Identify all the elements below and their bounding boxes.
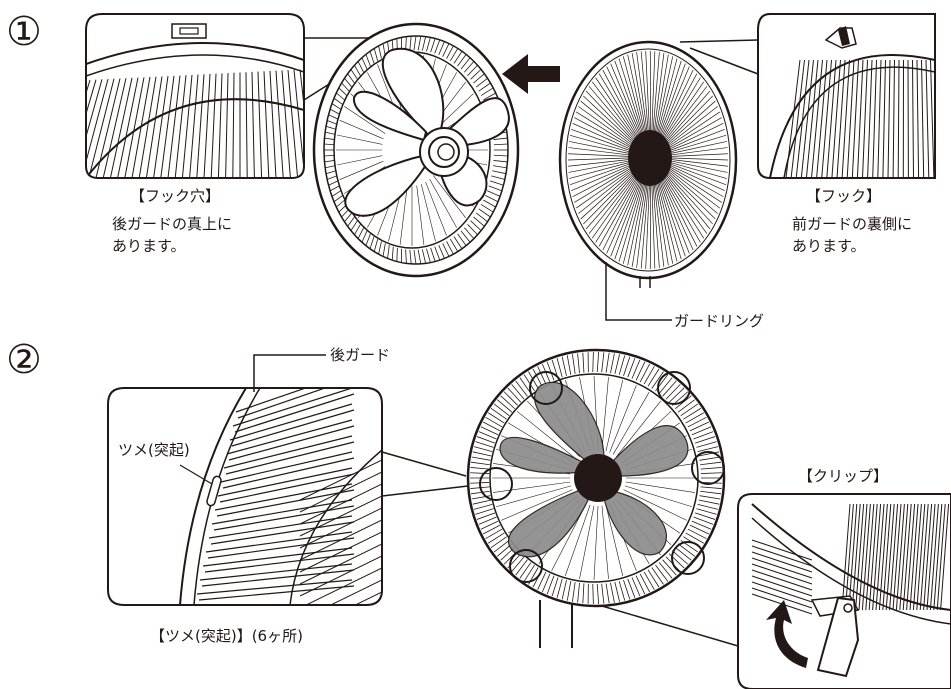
hook-hole-title: 【フック穴】 [130,187,221,205]
claw-caption: 【ツメ(突起)】(6ヶ所) [150,627,303,645]
claw-position-markers [479,371,725,583]
hook-hole-desc-line2: あります。 [112,237,186,255]
hook-hole-desc-line1: 後ガードの真上に [112,215,233,233]
attach-direction-arrow [502,54,560,94]
claw-label: ツメ(突起) [118,441,190,459]
step-2-marker: ② [6,337,42,383]
clip-title: 【クリップ】 [798,467,889,485]
claw-zoom-leader [381,451,469,497]
claw-zoom-inset [107,387,383,606]
claw-projection [206,475,222,507]
rear-guard-leader [253,354,326,392]
clip-part [816,596,860,678]
rear-guard-label: 後ガード [330,346,391,364]
guard-ring-leader [605,262,672,321]
hook-desc-line2: あります。 [792,237,866,255]
hook-title: 【フック】 [806,187,882,205]
hook-hole-inset [85,13,305,179]
assembled-fan [466,348,726,648]
clip-rotate-arrow [766,600,808,668]
claw-leader [179,464,213,485]
hook-inset [757,13,936,179]
step-1-marker: ① [6,9,42,55]
rear-guard-fan [312,22,520,278]
hook-desc-line1: 前ガードの裏側に [792,215,913,233]
guard-ring-label: ガードリング [674,312,765,330]
front-guard [558,40,738,288]
clip-leader [601,605,739,647]
hook-leader [679,39,759,75]
clip-inset [737,493,951,689]
